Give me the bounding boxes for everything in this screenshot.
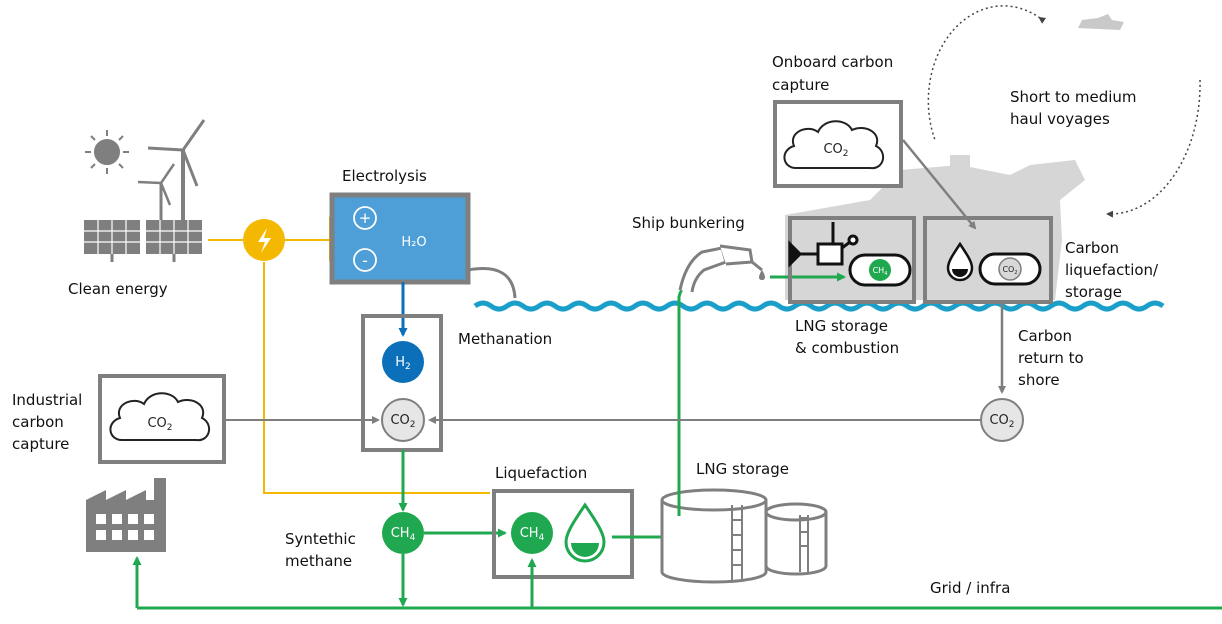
liquid-drop-icon (564, 502, 606, 563)
sun-icon (85, 130, 129, 174)
co2-text-industrial: CO2 (147, 416, 172, 433)
onboard-label-2: capture (772, 76, 829, 94)
ch4-circle-ship (869, 259, 891, 281)
liquefaction-box (492, 489, 634, 579)
synthetic-label-2: methane (285, 552, 352, 570)
carbon-drop-icon (946, 241, 974, 282)
industrial-label-2: carbon (12, 413, 64, 431)
ch4-text-ship: CH4 (873, 266, 888, 277)
storage-tank-icon (660, 488, 828, 584)
carbon-return-label-3: shore (1018, 371, 1060, 389)
voyage-label-1: Short to medium (1010, 88, 1137, 106)
wind-turbine-icon (137, 119, 206, 222)
onboard-to-storage-arrow (902, 139, 977, 230)
onboard-label-1: Onboard carbon (772, 53, 893, 71)
co2-circle-methanation (381, 398, 425, 442)
cloud-icon (109, 392, 211, 442)
grid-label: Grid / infra (930, 579, 1010, 597)
cathode-minus-icon: - (353, 248, 377, 272)
voyage-arc-right (1106, 79, 1201, 218)
onboard-cloud-icon (783, 120, 885, 170)
carbon-return-label-2: return to (1018, 349, 1084, 367)
carbon-storage-box (923, 216, 1053, 304)
engine-icon (788, 222, 859, 268)
fuel-nozzle-icon (678, 244, 763, 293)
ch4-text-liquefaction: CH4 (520, 526, 545, 543)
bunkering-pipe (677, 280, 690, 516)
clean-energy-label: Clean energy (68, 280, 168, 298)
co2-text-return: CO2 (989, 413, 1014, 430)
water-wave (473, 300, 1165, 312)
h2-circle (382, 341, 424, 383)
solar-panel-icon (84, 220, 202, 262)
liquefaction-label: Liquefaction (495, 464, 587, 482)
carbon-liquefaction-label-2: liquefaction/ (1065, 261, 1159, 279)
industrial-label-1: Industrial (12, 391, 82, 409)
voyage-label-2: haul voyages (1010, 110, 1110, 128)
power-node-icon (243, 219, 285, 261)
svg-text:-: - (362, 251, 368, 270)
anode-plus-icon: + (353, 206, 377, 230)
factory-windows (96, 514, 154, 540)
ch4-circle-liquefaction (511, 512, 553, 554)
carbon-liquefaction-label-1: Carbon (1065, 239, 1119, 257)
methanation-label: Methanation (458, 330, 552, 348)
h2-text: H2 (395, 355, 411, 372)
lng-storage-label: LNG storage (696, 460, 789, 478)
ship-bunkering-label: Ship bunkering (632, 214, 745, 232)
water-intake-pipe (467, 267, 517, 299)
ch4-text-synthetic: CH4 (391, 526, 416, 543)
electrolysis-label: Electrolysis (342, 167, 427, 185)
carbon-liquefaction-label-3: storage (1065, 283, 1122, 301)
lng-combustion-label-2: & combustion (795, 339, 899, 357)
water-formula: H₂O (401, 235, 426, 250)
carbon-return-label-1: Carbon (1018, 327, 1072, 345)
co2-text-methanation: CO2 (390, 413, 415, 430)
co2-circle-ship (998, 257, 1022, 281)
synthetic-label-1: Syntethic (285, 530, 356, 548)
ch4-circle-synthetic (382, 512, 424, 554)
svg-text:+: + (359, 209, 372, 227)
electrolysis-box (329, 192, 471, 285)
co2-text-ship: CO2 (1002, 265, 1017, 276)
fuel-droplet-icon (759, 270, 765, 280)
small-ship-icon (1078, 14, 1124, 30)
lng-combustion-label-1: LNG storage (795, 317, 888, 335)
co2-text-onboard: CO2 (823, 142, 848, 159)
industrial-label-3: capture (12, 435, 69, 453)
